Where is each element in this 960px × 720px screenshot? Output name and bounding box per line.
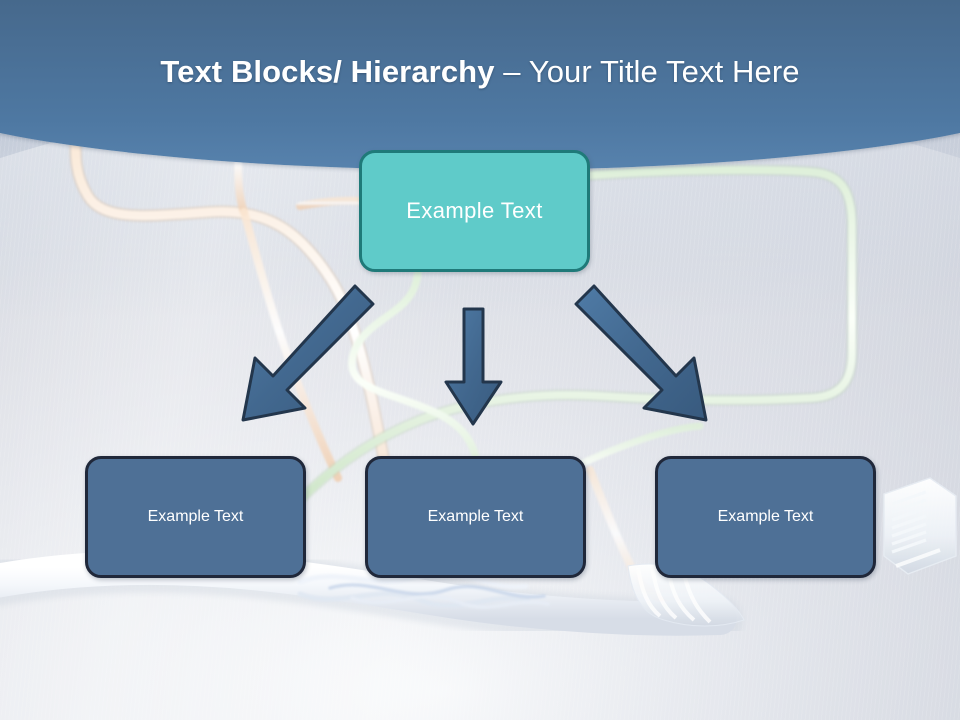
page-title-bold: Text Blocks/ Hierarchy	[160, 54, 495, 89]
rj45-plug-icon	[883, 477, 957, 575]
page-title-regular: – Your Title Text Here	[494, 54, 800, 89]
child-node-2-label: Example Text	[427, 508, 524, 525]
top-node-label: Example Text	[406, 198, 543, 223]
child-node-2[interactable]: Example Text	[365, 456, 586, 578]
arrow-down-right-icon	[574, 284, 708, 422]
arrow-down-icon	[444, 307, 503, 426]
child-node-3[interactable]: Example Text	[655, 456, 876, 578]
child-node-1-label: Example Text	[147, 508, 244, 525]
child-node-1[interactable]: Example Text	[85, 456, 306, 578]
arrow-down-left-icon	[241, 284, 375, 422]
child-node-3-label: Example Text	[717, 508, 814, 525]
title-band	[0, 0, 960, 170]
top-node[interactable]: Example Text	[359, 150, 590, 272]
page-title: Text Blocks/ Hierarchy – Your Title Text…	[0, 52, 960, 92]
